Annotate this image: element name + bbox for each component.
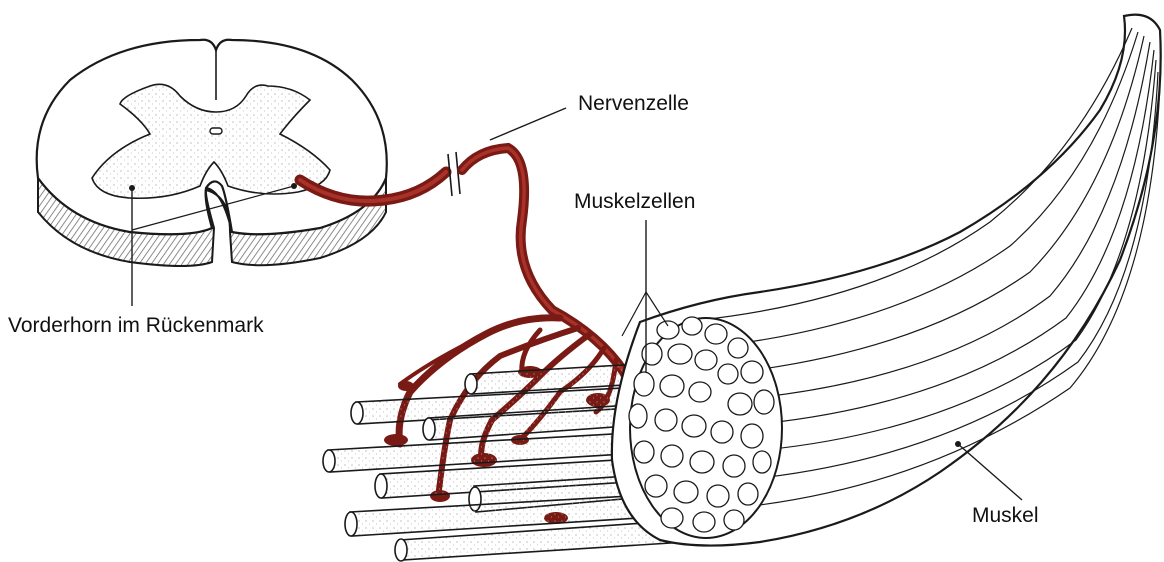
anterior-horn-label: Vorderhorn im Rückenmark	[8, 314, 264, 338]
muscle	[612, 15, 1161, 546]
central-canal	[210, 128, 222, 134]
muscle-cells-label: Muskelzellen	[574, 190, 695, 214]
nerve-cell-leader	[490, 108, 566, 140]
muscle-leader	[958, 444, 1022, 500]
spinal-cord-section	[37, 40, 387, 306]
nerve-cell-label: Nervenzelle	[578, 92, 689, 116]
muscle-label: Muskel	[972, 504, 1039, 528]
